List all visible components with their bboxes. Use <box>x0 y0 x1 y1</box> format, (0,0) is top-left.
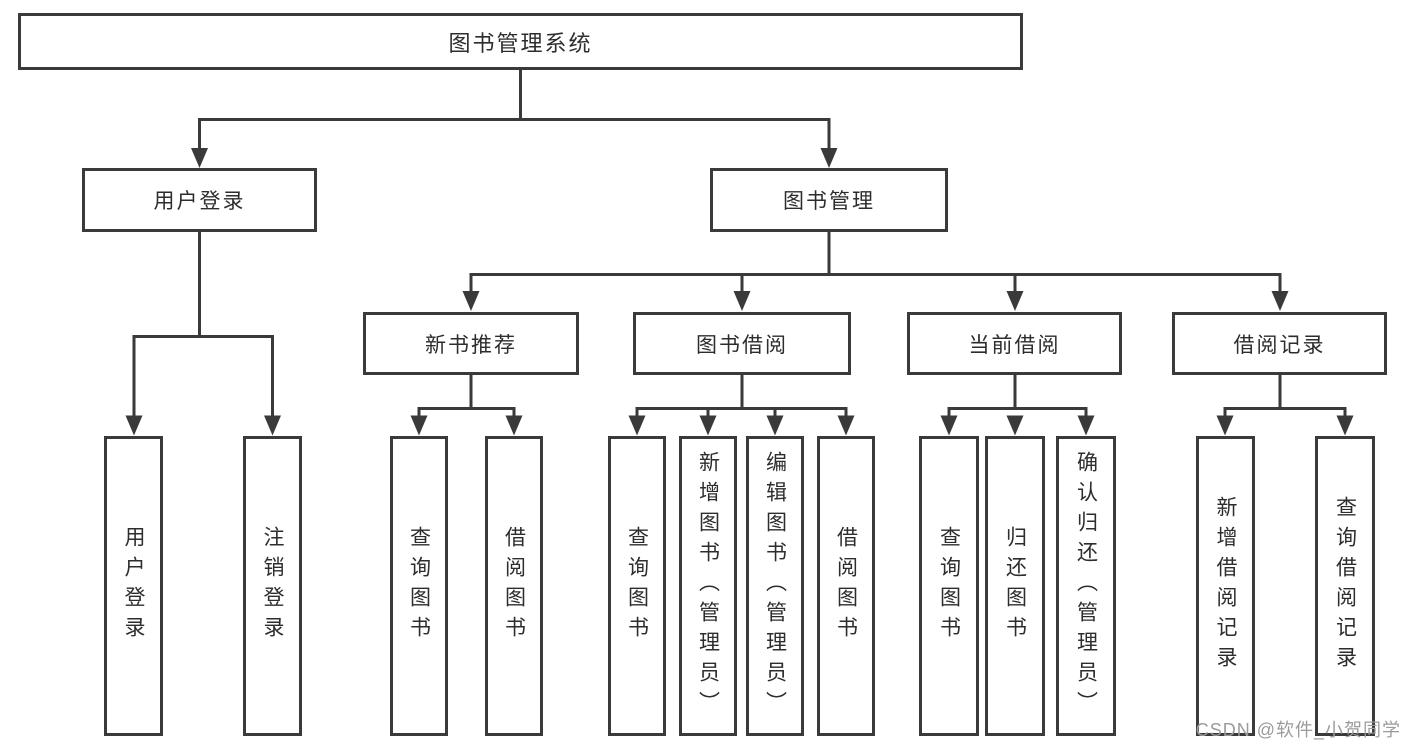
leaf-borrow-books: 借阅图书 <box>817 436 875 736</box>
node-label: 查询图书 <box>625 526 649 646</box>
node-label: 编辑图书（管理员） <box>763 451 787 721</box>
node-book-management: 图书管理 <box>710 168 948 232</box>
node-label: 用户登录 <box>153 190 246 213</box>
node-label: 用户登录 <box>122 526 145 646</box>
leaf-query-books-current: 查询图书 <box>919 436 979 736</box>
node-label: 新增图书（管理员） <box>696 451 720 721</box>
node-label: 借阅图书 <box>502 526 526 646</box>
leaf-add-books-admin: 新增图书（管理员） <box>679 436 737 736</box>
node-label: 新增借阅记录 <box>1214 496 1237 676</box>
leaf-borrow-books-recommend: 借阅图书 <box>485 436 543 736</box>
node-new-book-recommend: 新书推荐 <box>363 312 579 375</box>
node-label: 图书借阅 <box>696 333 788 357</box>
node-label: 当前借阅 <box>968 333 1061 357</box>
leaf-query-borrow-record: 查询借阅记录 <box>1315 436 1375 736</box>
leaf-confirm-return-admin: 确认归还（管理员） <box>1056 436 1116 736</box>
leaf-query-books-recommend: 查询图书 <box>390 436 448 736</box>
node-label: 借阅记录 <box>1233 333 1326 357</box>
leaf-add-borrow-record: 新增借阅记录 <box>1196 436 1255 736</box>
node-label: 图书管理系统 <box>448 30 593 56</box>
node-root-library-system: 图书管理系统 <box>18 13 1023 70</box>
node-label: 图书管理 <box>783 190 875 213</box>
node-label: 查询图书 <box>937 526 961 646</box>
node-label: 查询借阅记录 <box>1333 496 1357 676</box>
node-label: 归还图书 <box>1003 526 1027 646</box>
node-label: 查询图书 <box>407 526 431 646</box>
leaf-user-login: 用户登录 <box>104 436 163 736</box>
node-label: 新书推荐 <box>425 333 517 357</box>
node-label: 确认归还（管理员） <box>1074 451 1098 721</box>
node-current-borrow: 当前借阅 <box>907 312 1122 375</box>
csdn-watermark: CSDN @软件_小贺同学 <box>1195 720 1401 740</box>
leaf-query-books-borrow: 查询图书 <box>608 436 666 736</box>
node-book-borrow: 图书借阅 <box>633 312 851 375</box>
node-user-login: 用户登录 <box>82 168 317 232</box>
node-label: 注销登录 <box>261 526 284 646</box>
node-label: 借阅图书 <box>834 526 858 646</box>
leaf-edit-books-admin: 编辑图书（管理员） <box>746 436 804 736</box>
leaf-logout: 注销登录 <box>243 436 302 736</box>
node-borrow-records: 借阅记录 <box>1172 312 1387 375</box>
leaf-return-books: 归还图书 <box>985 436 1045 736</box>
